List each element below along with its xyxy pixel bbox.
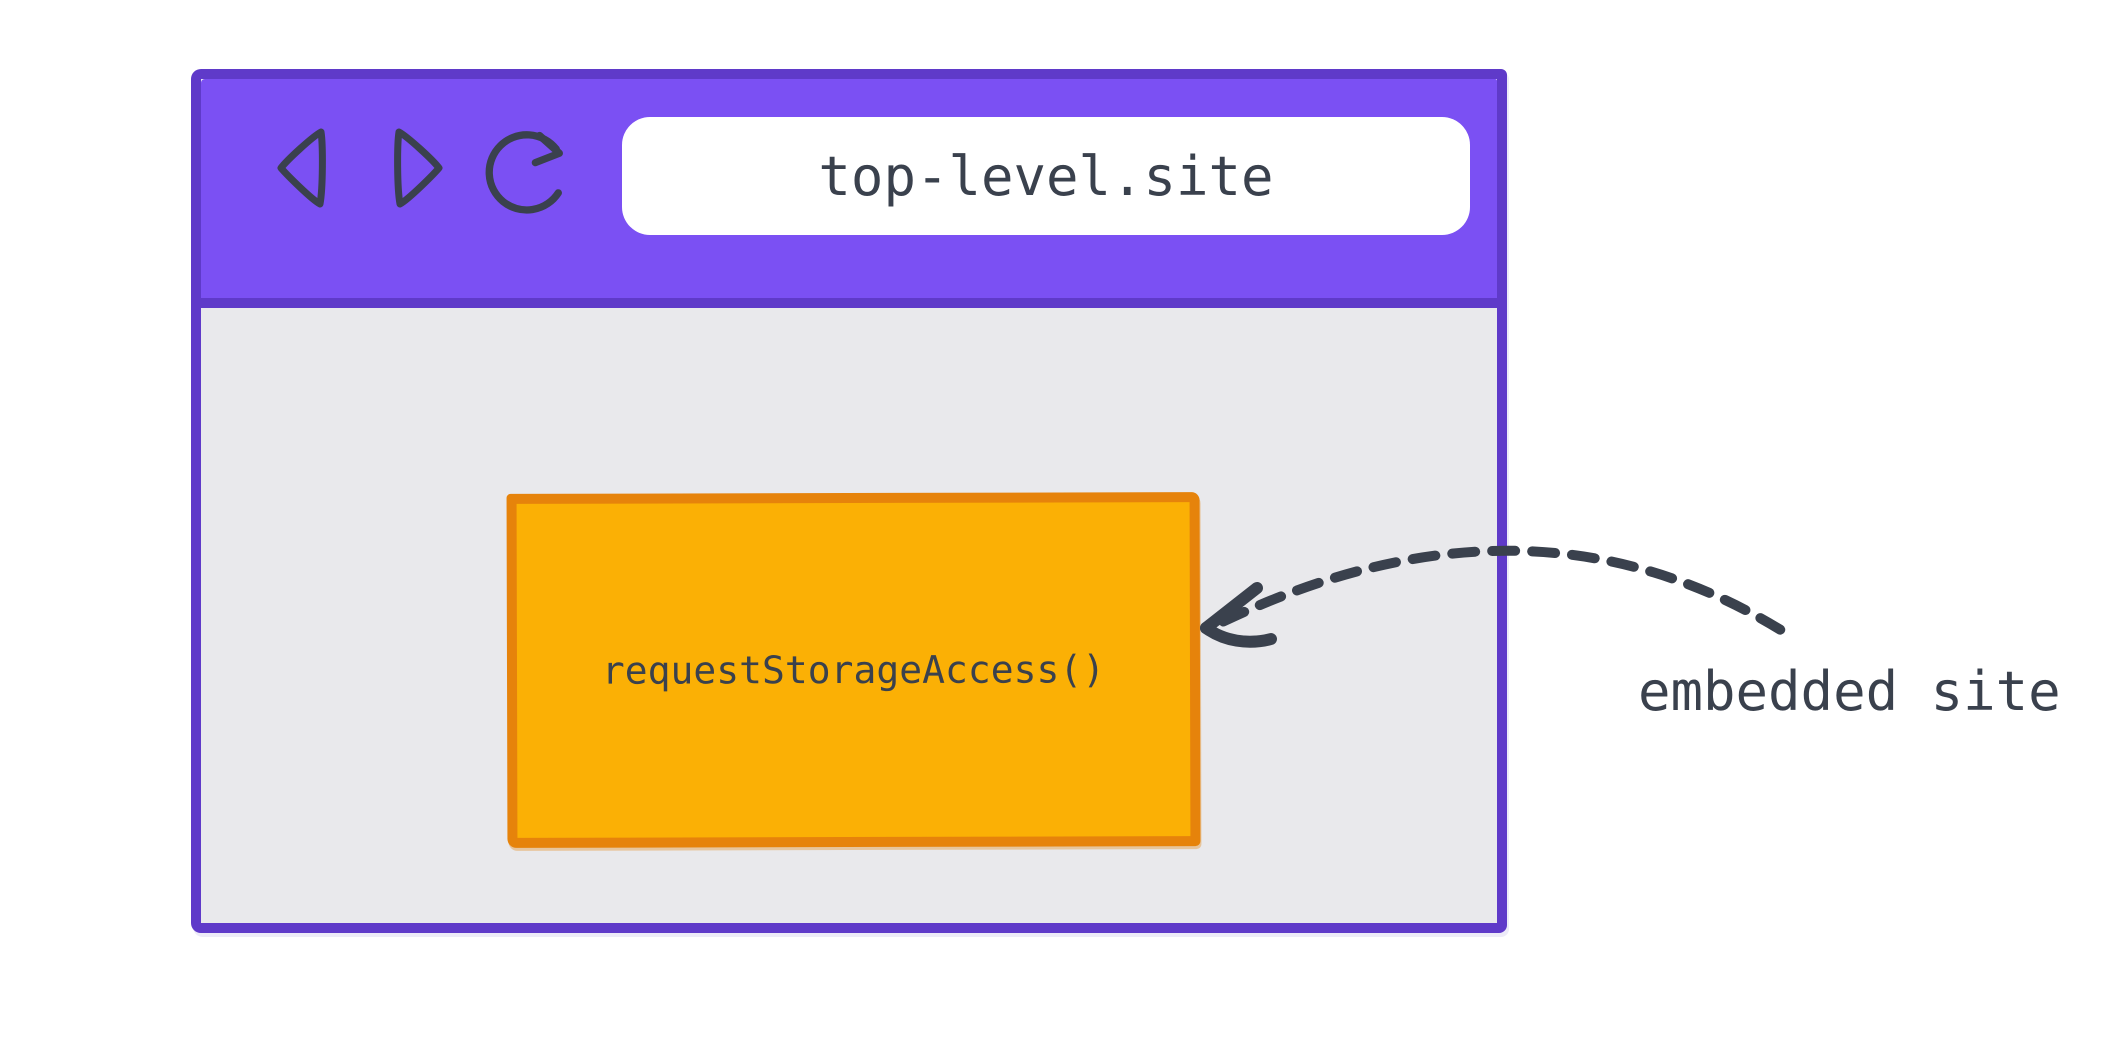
browser-viewport: requestStorageAccess(): [201, 308, 1497, 923]
address-bar: top-level.site: [622, 117, 1470, 235]
forward-icon: [394, 128, 443, 208]
annotation-label: embedded site: [1638, 660, 2061, 723]
embedded-site-box: requestStorageAccess(): [506, 492, 1201, 848]
address-url: top-level.site: [818, 144, 1274, 208]
back-icon: [277, 128, 326, 208]
browser-titlebar: top-level.site: [201, 79, 1497, 308]
reload-icon: [485, 131, 563, 214]
embedded-site-api-label: requestStorageAccess(): [601, 647, 1106, 693]
browser-window: top-level.site requestStorageAccess(): [191, 69, 1507, 933]
